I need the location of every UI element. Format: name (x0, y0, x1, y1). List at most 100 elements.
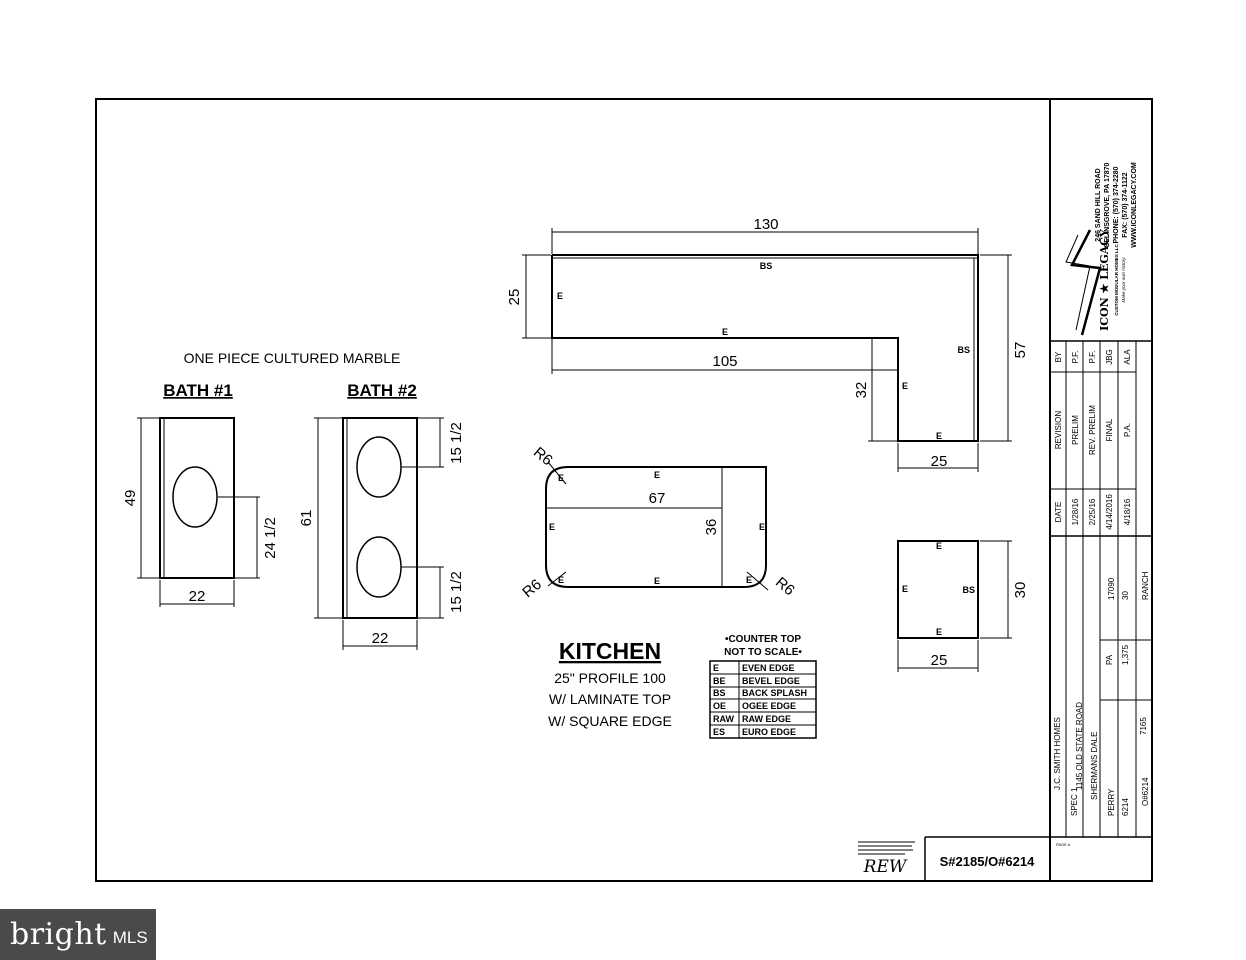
bath1-top: 49 22 24 1/2 (122, 417, 279, 607)
l-edge-bottom: E (936, 431, 942, 441)
small-top-height: 30 (1012, 582, 1029, 599)
legend-code: RAW (713, 714, 735, 724)
l-edge-top: BS (760, 261, 773, 271)
revision-headers: BY REVISION DATE (1054, 351, 1063, 522)
svg-text:1/28/16: 1/28/16 (1071, 498, 1080, 525)
legend-desc: RAW EDGE (742, 714, 791, 724)
svg-text:PHONE: (570) 374-2280: PHONE: (570) 374-2280 (1113, 166, 1120, 243)
svg-text:2/25/16: 2/25/16 (1088, 498, 1097, 525)
svg-text:FINAL: FINAL (1105, 418, 1114, 441)
l-top-dim: 130 (753, 216, 778, 233)
svg-text:CUSTOM MODULAR HOMES LLC: CUSTOM MODULAR HOMES LLC (1114, 244, 1119, 316)
island-radius-2: R6 (519, 576, 545, 601)
svg-text:PRELIM: PRELIM (1071, 415, 1080, 445)
legend-desc: BACK SPLASH (742, 688, 807, 698)
l-edge-right: BS (957, 345, 970, 355)
svg-text:1145 OLD STATE ROAD: 1145 OLD STATE ROAD (1075, 702, 1084, 790)
island-edge: E (759, 522, 765, 532)
small-top-edge-bottom: E (936, 627, 942, 637)
svg-text:Make your own history: Make your own history (1121, 257, 1126, 303)
island-edge: E (654, 576, 660, 586)
l-left-dim: 25 (506, 289, 523, 306)
svg-text:ICON ★ LEGACY: ICON ★ LEGACY (1098, 229, 1111, 331)
marble-title: ONE PIECE CULTURED MARBLE (184, 350, 401, 366)
revision-row: P.F. PRELIM 1/28/16 (1071, 351, 1080, 526)
title-block: 246 SAND HILL ROAD SELINSGROVE, PA 17870… (858, 99, 1152, 881)
legend-code: ES (713, 727, 725, 737)
bath2-top: 61 22 15 1/2 15 1/2 (298, 417, 465, 650)
legend-desc: OGEE EDGE (742, 701, 796, 711)
svg-text:6214: 6214 (1121, 798, 1130, 816)
sheet-border (95, 98, 1153, 882)
legend-code: BS (713, 688, 726, 698)
svg-text:REV. PRELIM: REV. PRELIM (1088, 405, 1097, 455)
island-edge: E (746, 575, 752, 585)
legend-desc: EVEN EDGE (742, 663, 795, 673)
l-edge-inner: E (722, 327, 728, 337)
legend-code: BE (713, 676, 726, 686)
bath2-height: 61 (298, 510, 315, 527)
legend-title: NOT TO SCALE• (724, 647, 802, 658)
kitchen-title: KITCHEN (559, 638, 661, 664)
bath1-title: BATH #1 (163, 381, 233, 400)
bath2-offset-lower: 15 1/2 (448, 571, 465, 613)
svg-text:P.F.: P.F. (1088, 351, 1097, 364)
legend-desc: BEVEL EDGE (742, 676, 800, 686)
svg-text:P.A.: P.A. (1123, 423, 1132, 437)
svg-text:7165: 7165 (1139, 717, 1148, 735)
order-number: S#2185/O#6214 (940, 854, 1035, 869)
svg-text:SPEC 1: SPEC 1 (1070, 787, 1079, 816)
small-top: 30 25 E E BS E (897, 540, 1029, 672)
revision-row: ALA P.A. 4/18/16 (1123, 349, 1132, 526)
legend-code: OE (713, 701, 726, 711)
svg-text:O#6214: O#6214 (1141, 777, 1150, 806)
svg-text:WWW.ICONLEGACY.COM: WWW.ICONLEGACY.COM (1131, 162, 1138, 248)
bath2-title: BATH #2 (347, 381, 417, 400)
svg-text:SHERMANS DALE: SHERMANS DALE (1090, 732, 1099, 800)
svg-text:REVISION: REVISION (1054, 411, 1063, 449)
svg-text:J.C. SMITH HOMES: J.C. SMITH HOMES (1053, 717, 1062, 790)
legend-code: E (713, 663, 719, 673)
revision-row: P.F. REV. PRELIM 2/25/16 (1088, 351, 1097, 526)
job-numbers: 17090 PA 30 1,375 RANCH 7165 (1105, 571, 1150, 735)
small-top-edge-top: E (936, 541, 942, 551)
l-right-dim: 57 (1012, 342, 1029, 359)
island-edge: E (558, 575, 564, 585)
l-inner-dim: 105 (712, 353, 737, 370)
island-edge: E (549, 522, 555, 532)
small-top-width: 25 (931, 652, 948, 669)
bath2-width: 22 (372, 630, 389, 647)
svg-text:RANCH: RANCH (1141, 571, 1150, 600)
l-bottom-dim: 25 (931, 453, 948, 470)
revision-row: JBG FINAL 4/14/2016 (1105, 349, 1114, 530)
svg-text:PERRY: PERRY (1107, 788, 1116, 816)
svg-text:SELINSGROVE, PA 17870: SELINSGROVE, PA 17870 (1104, 162, 1111, 247)
job-info: J.C. SMITH HOMES SPEC 1 1145 OLD STATE R… (1053, 702, 1150, 816)
bath2-offset-upper: 15 1/2 (448, 422, 465, 464)
svg-text:246 SAND HILL ROAD: 246 SAND HILL ROAD (1095, 168, 1102, 241)
svg-text:ALA: ALA (1123, 349, 1132, 365)
kitchen-line: W/ LAMINATE TOP (549, 691, 671, 707)
island-counter: 67 36 R6 R6 R6 E E E E E E E (519, 444, 797, 601)
bath1-width: 22 (189, 588, 206, 605)
svg-text:4/18/16: 4/18/16 (1123, 498, 1132, 525)
island-radius-3: R6 (772, 574, 798, 599)
legend-title: •COUNTER TOP (725, 634, 801, 645)
l-counter: 130 25 105 57 32 25 BS E E BS E E (506, 216, 1029, 472)
svg-text:BY: BY (1054, 351, 1063, 362)
bath1-offset: 24 1/2 (262, 517, 279, 559)
small-top-edge-left: E (902, 584, 908, 594)
island-length: 67 (649, 490, 666, 507)
company-logo: ICON ★ LEGACY CUSTOM MODULAR HOMES LLC M… (1065, 229, 1126, 336)
approval-stamp (858, 841, 915, 855)
svg-text:FAX: (570) 374-1122: FAX: (570) 374-1122 (1122, 172, 1129, 237)
bath1-height: 49 (122, 490, 139, 507)
svg-text:PA: PA (1105, 654, 1114, 665)
l-edge-left: E (557, 291, 563, 301)
svg-text:DATE: DATE (1054, 502, 1063, 523)
legend-desc: EURO EDGE (742, 727, 796, 737)
page-label: PAGE # (1056, 842, 1071, 847)
island-radius-1: R6 (530, 444, 556, 469)
bath2-sink-upper (356, 436, 402, 498)
